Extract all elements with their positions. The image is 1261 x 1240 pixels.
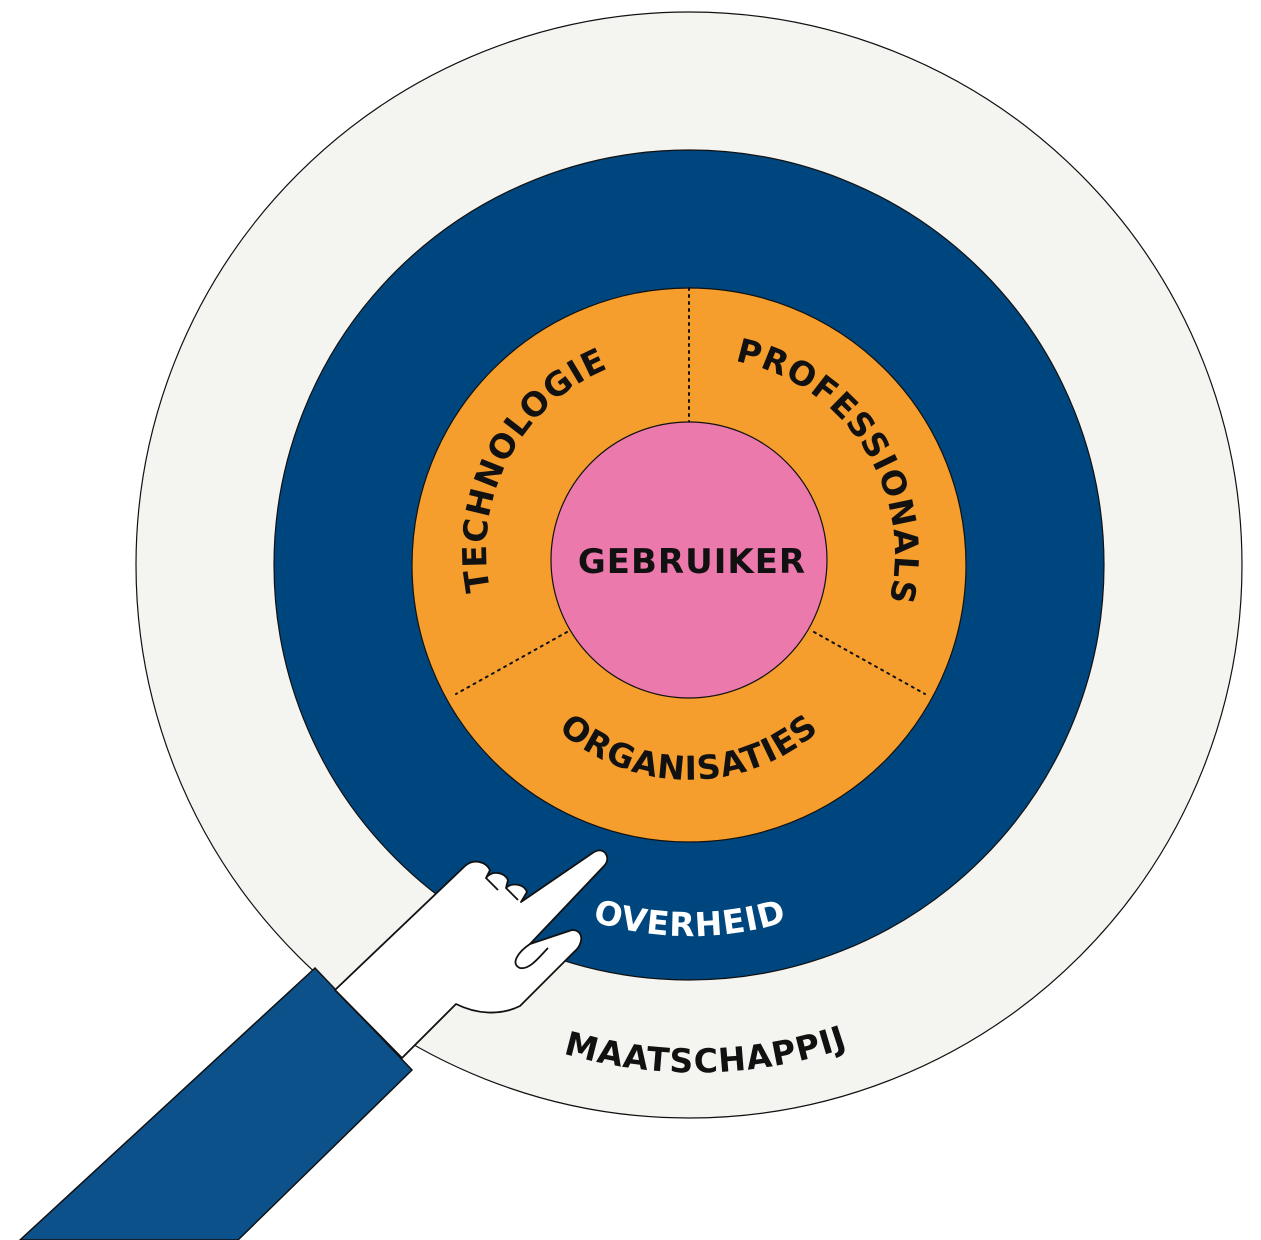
gebruiker-circle	[550, 421, 828, 699]
gebruiker-label: GEBRUIKER	[578, 542, 806, 582]
hand	[334, 849, 609, 1059]
divider-right	[813, 631, 926, 695]
divider-left	[455, 631, 568, 695]
hand-thumb-detail	[514, 943, 549, 969]
hand-crease-2	[505, 887, 519, 901]
pointing-hand-icon	[18, 849, 609, 1240]
segment-dividers	[455, 287, 926, 695]
hand-crease-1	[485, 877, 499, 891]
